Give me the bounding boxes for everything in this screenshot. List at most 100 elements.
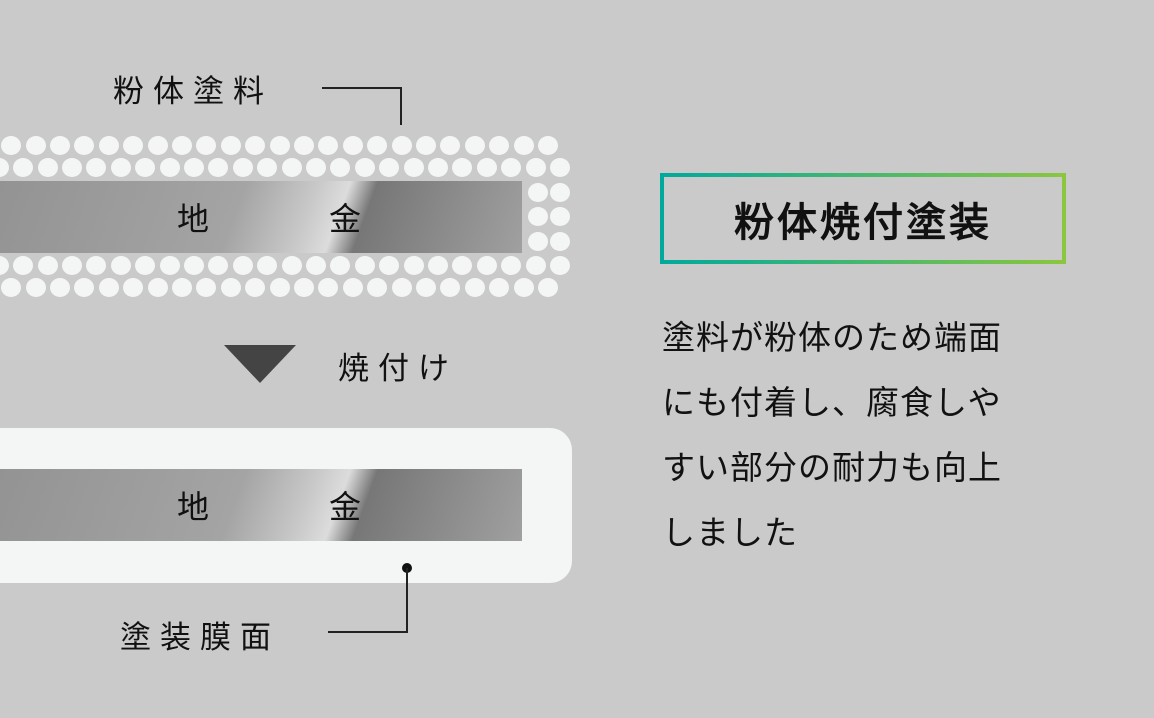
- powder-particle: [13, 255, 34, 275]
- powder-particle: [354, 255, 375, 275]
- powder-particle: [281, 157, 302, 177]
- powder-particle: [269, 277, 290, 297]
- powder-particle: [110, 255, 131, 275]
- powder-particle: [86, 157, 107, 177]
- powder-particle: [342, 135, 363, 155]
- description-line: 塗料が粉体のため端面: [662, 318, 1002, 357]
- powder-particle: [528, 231, 548, 251]
- powder-particle: [550, 231, 570, 251]
- powder-particle: [550, 182, 570, 202]
- base-metal-after: 地 金: [0, 469, 522, 541]
- powder-particle: [86, 255, 107, 275]
- powder-particle: [37, 157, 58, 177]
- powder-particle: [501, 255, 522, 275]
- powder-particle: [403, 157, 424, 177]
- powder-particle: [476, 157, 497, 177]
- powder-particle: [172, 277, 192, 297]
- powder-particle: [123, 135, 144, 155]
- powder-particle: [330, 157, 351, 177]
- powder-particle: [342, 277, 363, 297]
- powder-particle: [318, 277, 339, 297]
- powder-particle: [98, 135, 119, 155]
- powder-particle: [452, 255, 473, 275]
- powder-particle: [391, 277, 412, 297]
- powder-particle: [416, 277, 436, 297]
- powder-particle: [440, 277, 461, 297]
- powder-particle: [428, 157, 448, 177]
- powder-leader-line-v: [400, 87, 402, 125]
- powder-particle: [489, 135, 510, 155]
- powder-particle: [257, 157, 278, 177]
- powder-particle: [294, 135, 314, 155]
- powder-particle: [440, 135, 461, 155]
- down-arrow-icon: [224, 345, 296, 383]
- powder-particle: [501, 157, 522, 177]
- powder-particle: [428, 255, 448, 275]
- bake-label: 焼付け: [338, 351, 458, 387]
- powder-particle: [306, 255, 326, 275]
- powder-particle: [269, 135, 290, 155]
- powder-particle: [1, 277, 22, 297]
- powder-leader-line-h: [322, 87, 402, 89]
- powder-particle: [550, 157, 570, 177]
- powder-particle: [98, 277, 119, 297]
- powder-particle: [208, 255, 229, 275]
- powder-particle: [525, 157, 546, 177]
- description: 塗料が粉体のため端面 にも付着し、腐食しや すい部分の耐力も向上 しました: [662, 305, 1082, 565]
- base-metal-label: 地 金: [176, 488, 405, 526]
- powder-particle: [74, 277, 95, 297]
- powder-particle: [528, 206, 548, 226]
- powder-particle: [550, 206, 570, 226]
- description-line: しました: [662, 513, 798, 552]
- powder-particle: [0, 255, 9, 275]
- powder-particle: [489, 277, 510, 297]
- powder-particle: [220, 135, 241, 155]
- powder-particle: [159, 157, 180, 177]
- powder-particle: [25, 135, 46, 155]
- powder-particle: [13, 157, 34, 177]
- powder-particle: [416, 135, 436, 155]
- powder-particle: [367, 135, 388, 155]
- powder-particle: [50, 135, 70, 155]
- powder-particle: [159, 255, 180, 275]
- powder-particle: [391, 135, 412, 155]
- powder-particle: [196, 135, 217, 155]
- base-metal-before: 地 金: [0, 181, 522, 253]
- powder-particle: [476, 255, 497, 275]
- base-metal-label: 地 金: [176, 200, 405, 238]
- powder-particle: [196, 277, 217, 297]
- powder-particle: [220, 277, 241, 297]
- powder-particle: [232, 255, 253, 275]
- powder-particle: [135, 255, 156, 275]
- powder-particle: [538, 277, 558, 297]
- powder-particle: [281, 255, 302, 275]
- powder-particle: [62, 157, 82, 177]
- powder-particle: [74, 135, 95, 155]
- powder-particle: [550, 255, 570, 275]
- title: 粉体焼付塗装: [734, 199, 992, 246]
- powder-particle: [452, 157, 473, 177]
- powder-particle: [50, 277, 70, 297]
- powder-particle: [245, 135, 266, 155]
- powder-particle: [147, 277, 168, 297]
- powder-particle: [525, 255, 546, 275]
- powder-particle: [306, 157, 326, 177]
- powder-particle: [538, 135, 558, 155]
- powder-particle: [464, 135, 485, 155]
- powder-particle: [379, 255, 400, 275]
- powder-particle: [330, 255, 351, 275]
- powder-particle: [123, 277, 144, 297]
- description-line: にも付着し、腐食しや: [662, 383, 1002, 422]
- coating-surface-label: 塗装膜面: [120, 620, 280, 656]
- powder-particle: [464, 277, 485, 297]
- powder-particle: [528, 182, 548, 202]
- powder-particle: [513, 277, 534, 297]
- powder-particle: [37, 255, 58, 275]
- powder-particle: [135, 157, 156, 177]
- description-line: すい部分の耐力も向上: [662, 448, 1002, 487]
- powder-particle: [184, 255, 204, 275]
- powder-particle: [110, 157, 131, 177]
- coating-leader-line-v: [406, 568, 408, 633]
- powder-particle: [379, 157, 400, 177]
- powder-particle: [0, 157, 9, 177]
